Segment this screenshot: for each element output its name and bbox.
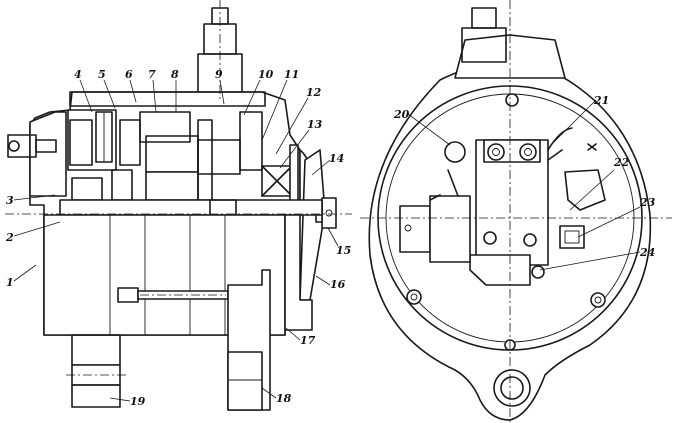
callout-4: 4	[74, 68, 82, 81]
callout-16: 16	[330, 278, 346, 291]
callout-labels: 1 2 3 4 5 6 7 8 9 10 11 12 13 14 15 16 1…	[5, 68, 656, 408]
fan	[299, 149, 326, 301]
callout-14: 14	[329, 152, 344, 165]
callout-22: 22	[613, 156, 630, 169]
callout-7: 7	[148, 68, 156, 81]
callout-19: 19	[130, 395, 146, 408]
callout-1: 1	[6, 276, 14, 289]
callout-10: 10	[258, 68, 274, 81]
diode-20	[444, 141, 466, 163]
pulley-nut	[321, 197, 337, 229]
capacitor-block	[399, 205, 431, 253]
callout-23: 23	[639, 196, 656, 209]
callout-3: 3	[6, 194, 14, 207]
callout-13: 13	[307, 118, 323, 131]
lower-foot	[71, 334, 121, 366]
callout-24: 24	[639, 246, 655, 259]
callout-8: 8	[171, 68, 179, 81]
mounting-bolt	[117, 287, 139, 303]
left-section-view	[5, 0, 352, 411]
callout-11: 11	[284, 68, 299, 81]
callout-6: 6	[125, 68, 133, 81]
callout-12: 12	[306, 86, 322, 99]
window-23	[559, 225, 585, 249]
callout-20: 20	[393, 108, 410, 121]
callout-18: 18	[276, 392, 292, 405]
right-end-view	[360, 0, 672, 423]
leader-lines	[13, 79, 641, 402]
shaft	[59, 199, 323, 216]
callout-9: 9	[215, 68, 223, 81]
brush-holder	[69, 119, 93, 166]
callout-15: 15	[336, 244, 351, 257]
callout-5: 5	[98, 68, 106, 81]
callout-17: 17	[300, 334, 316, 347]
rear-cover-band	[69, 91, 266, 107]
end-terminal	[471, 7, 497, 29]
callout-2: 2	[5, 231, 14, 244]
callout-21: 21	[593, 94, 609, 107]
